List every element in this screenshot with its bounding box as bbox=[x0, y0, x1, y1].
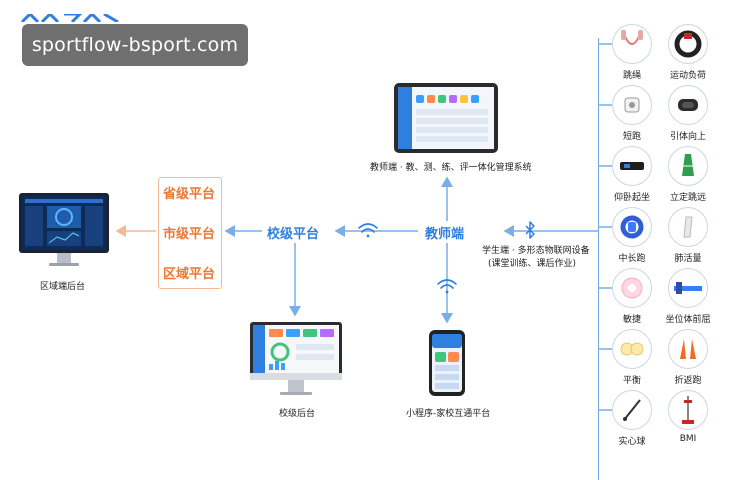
sit-reach-icon bbox=[668, 268, 708, 308]
district-platform-label: 区域平台 bbox=[163, 267, 216, 282]
region-level-box bbox=[158, 177, 222, 289]
device-label: 平衡 bbox=[622, 376, 641, 386]
device-label: 敏捷 bbox=[622, 315, 641, 325]
regional-backend-monitor bbox=[19, 193, 109, 266]
height-scale-icon bbox=[668, 390, 708, 430]
agility-pad-icon bbox=[612, 268, 652, 308]
regional-backend-label: 区域端后台 bbox=[40, 282, 86, 292]
jump-rope-icon bbox=[612, 24, 652, 64]
device-panel-ticks bbox=[598, 43, 612, 411]
device-label: 跳绳 bbox=[622, 71, 641, 81]
student-devices-label: 学生端 · 多形态物联网设备 bbox=[482, 246, 590, 256]
spirometer-icon bbox=[668, 207, 708, 247]
device-label: 引体向上 bbox=[669, 132, 706, 142]
balance-pad-icon bbox=[612, 329, 652, 369]
sit-up-mat-icon bbox=[612, 146, 652, 186]
device-label: 实心球 bbox=[618, 437, 646, 447]
pull-up-sensor-icon bbox=[668, 85, 708, 125]
brand-logo bbox=[20, 14, 119, 22]
school-platform-label: 校级平台 bbox=[267, 227, 320, 242]
traffic-cone-icon bbox=[668, 329, 708, 369]
long-jump-mat-icon bbox=[668, 146, 708, 186]
teacher-end-label: 教师端 bbox=[425, 227, 465, 242]
school-backend-label: 校级后台 bbox=[279, 409, 316, 419]
student-devices-sublabel: (课堂训练、课后作业) bbox=[488, 259, 577, 269]
device-label: 坐位体前屈 bbox=[665, 315, 711, 325]
watermark: sportflow-bsport.com bbox=[22, 24, 248, 66]
device-label: 折返跑 bbox=[674, 376, 702, 386]
province-platform-label: 省级平台 bbox=[163, 187, 216, 202]
wifi-icon bbox=[437, 279, 457, 294]
device-label: 中长跑 bbox=[618, 254, 646, 264]
sprint-sensor-icon bbox=[612, 85, 652, 125]
school-backend-monitor bbox=[250, 322, 342, 395]
device-label: 肺活量 bbox=[674, 254, 702, 264]
mini-program-label: 小程序-家校互通平台 bbox=[406, 409, 491, 419]
wristband-icon bbox=[612, 207, 652, 247]
device-label: BMI bbox=[679, 434, 697, 444]
device-label: 短跑 bbox=[622, 132, 641, 142]
medicine-ball-icon bbox=[612, 390, 652, 430]
bluetooth-icon bbox=[525, 221, 535, 239]
teacher-system-label: 教师端 · 教、测、练、评一体化管理系统 bbox=[370, 163, 532, 173]
device-label: 立定跳远 bbox=[669, 193, 706, 203]
device-label: 运动负荷 bbox=[669, 71, 706, 81]
device-label: 仰卧起坐 bbox=[613, 193, 650, 203]
wifi-icon bbox=[358, 223, 378, 238]
city-platform-label: 市级平台 bbox=[163, 227, 216, 242]
device-panel bbox=[598, 38, 732, 480]
heart-rate-band-icon bbox=[668, 24, 708, 64]
teacher-tablet bbox=[394, 83, 498, 153]
mini-program-phone bbox=[429, 330, 465, 396]
